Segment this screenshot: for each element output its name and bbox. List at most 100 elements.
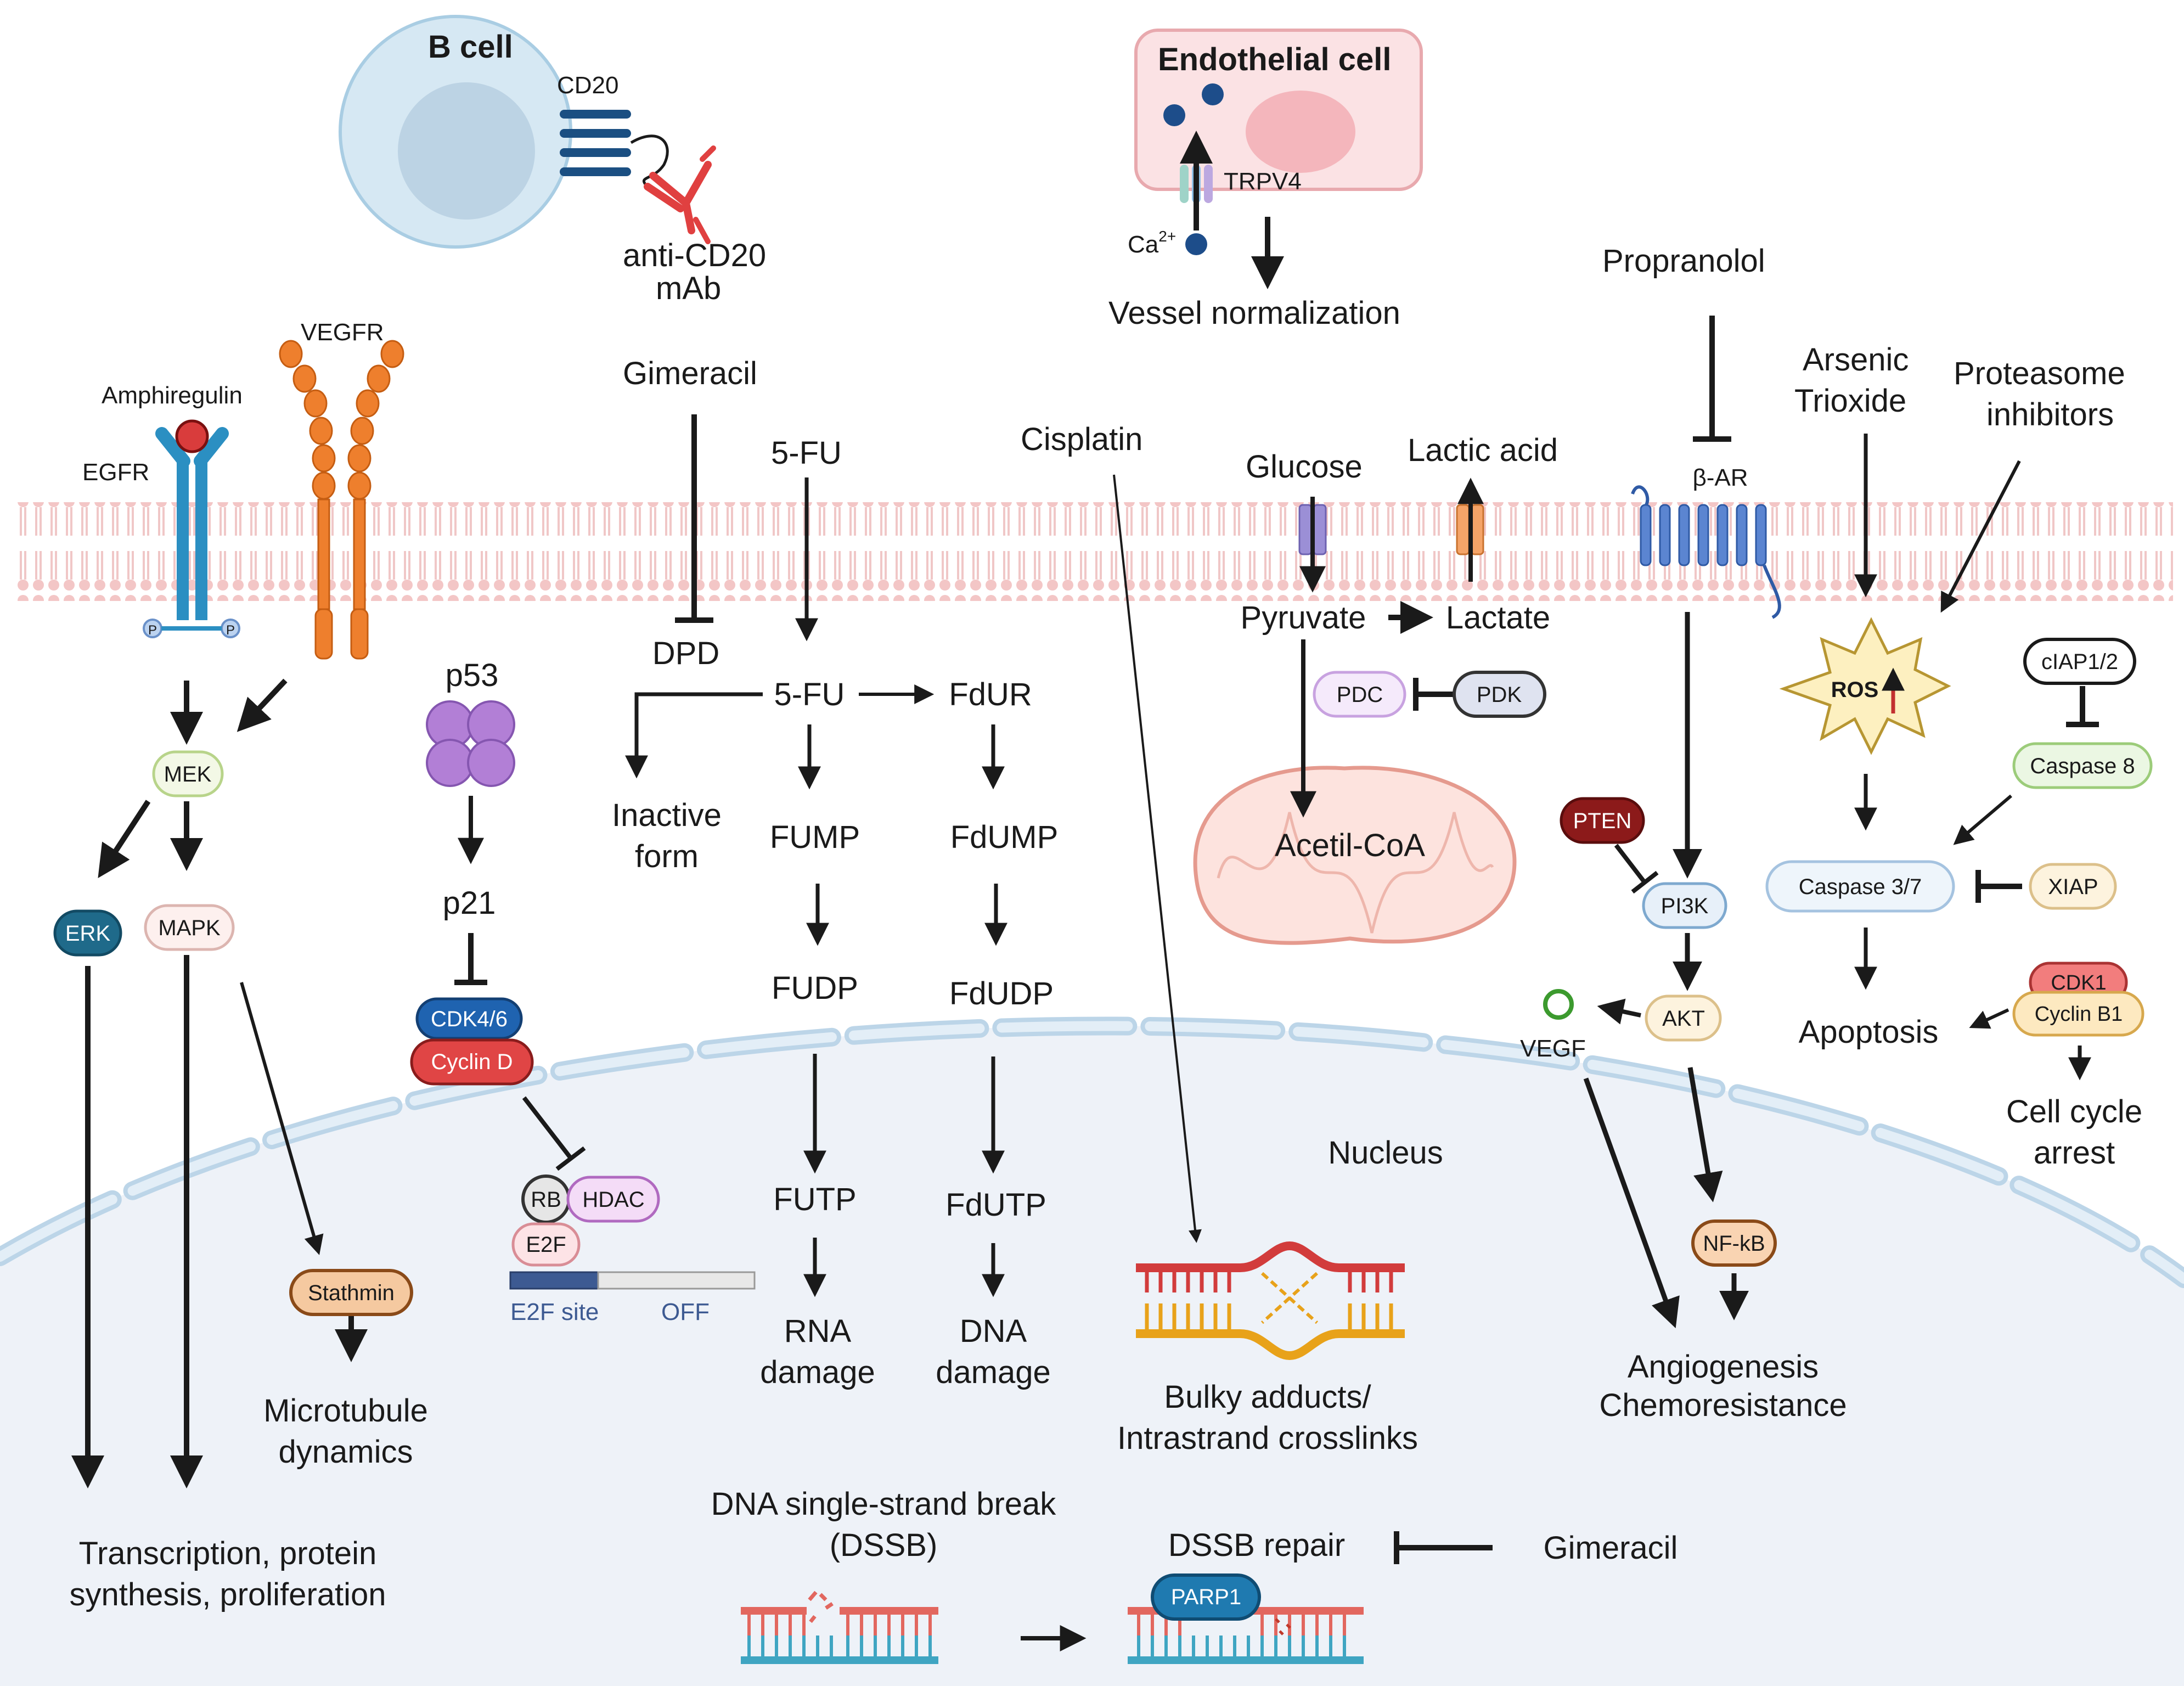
arrow-vegf-angiogenesis xyxy=(1583,1077,1680,1329)
dssb-repair-label: DSSB repair xyxy=(1168,1527,1345,1563)
microtubule-label-1: Microtubule xyxy=(263,1393,428,1429)
arrow-proteasome-ros xyxy=(1940,460,2021,613)
mek-pill xyxy=(152,750,224,797)
microtubule-label-2: dynamics xyxy=(279,1434,413,1470)
inhibit-cyclind-rb xyxy=(522,1096,573,1160)
off-label: OFF xyxy=(661,1299,710,1325)
xiap-pill xyxy=(2029,863,2117,910)
crosslink-dna-icon xyxy=(1136,1241,1405,1361)
dssb-label-1: DNA single-strand break xyxy=(711,1486,1057,1522)
ciap-pill xyxy=(2023,638,2136,685)
ciap-label: cIAP1/2 xyxy=(2041,650,2118,674)
dna-damage-label-1: DNA xyxy=(960,1313,1027,1349)
pten-pill xyxy=(1560,797,1645,844)
inhibit-bar-cyclind xyxy=(555,1146,586,1171)
nfkb-label: NF-kB xyxy=(1703,1232,1765,1256)
gimeracil-top-label: Gimeracil xyxy=(623,356,757,391)
caspase8-label: Caspase 8 xyxy=(2030,754,2135,778)
cell-cycle-label-2: arrest xyxy=(2034,1135,2115,1171)
transcription-label-1: Transcription, protein xyxy=(79,1536,377,1571)
apoptosis-label: Apoptosis xyxy=(1799,1014,1939,1050)
beta-ar-receptor xyxy=(1631,485,1781,619)
pi3k-pill xyxy=(1642,882,1727,929)
glucose-transporter xyxy=(1298,504,1327,555)
ros-label: ROS xyxy=(1831,678,1879,702)
inhibit-bar-pten xyxy=(1631,870,1659,894)
cd20-label: CD20 xyxy=(557,72,619,99)
fump-label: FUMP xyxy=(770,819,860,855)
cyclinb1-pill xyxy=(2012,991,2144,1037)
rna-damage-label-2: damage xyxy=(760,1355,875,1390)
nfkb-pill xyxy=(1691,1219,1777,1267)
p53-label: p53 xyxy=(446,657,499,693)
dssb-label-2: (DSSB) xyxy=(830,1527,938,1563)
vegf-label: VEGF xyxy=(1520,1035,1586,1062)
arrow-mek-erk xyxy=(98,800,151,879)
pten-label: PTEN xyxy=(1573,809,1632,833)
arrow-vegfr-mek xyxy=(237,678,288,732)
arrow-cdk1-apoptosis xyxy=(1969,1008,2009,1029)
proteasome-label-1: Proteasome xyxy=(1954,356,2125,391)
egfr-label: EGFR xyxy=(82,459,149,486)
e2f-pill xyxy=(511,1222,581,1267)
inactive-label-1: Inactive xyxy=(612,797,722,833)
b-cell-label: B cell xyxy=(428,29,513,65)
vegfr-label: VEGFR xyxy=(301,319,384,346)
cyclinb1-label: Cyclin B1 xyxy=(2035,1003,2123,1026)
p-right-label: P xyxy=(226,623,235,638)
p21-label: p21 xyxy=(443,885,496,921)
e2f-label: E2F xyxy=(526,1233,566,1257)
pdk-pill xyxy=(1453,671,1546,718)
e2f-site-label: E2F site xyxy=(510,1299,599,1325)
fudp-label: FUDP xyxy=(772,970,858,1006)
hdac-pill xyxy=(566,1176,660,1223)
stathmin-label: Stathmin xyxy=(308,1281,395,1305)
bulky-label-2: Intrastrand crosslinks xyxy=(1117,1420,1418,1456)
calcium-label: Ca2+ xyxy=(1128,228,1176,258)
5fu-mid-label: 5-FU xyxy=(774,677,845,712)
futp-label: FUTP xyxy=(773,1182,856,1217)
transcription-label-2: synthesis, proliferation xyxy=(69,1577,386,1612)
p53-tetramer xyxy=(426,700,515,787)
glucose-label: Glucose xyxy=(1246,449,1363,485)
inhibit-pten-pi3k xyxy=(1614,844,1646,883)
arrow-akt-vegf xyxy=(1597,998,1641,1025)
gimeracil-bottom-label: Gimeracil xyxy=(1544,1530,1678,1566)
xiap-label: XIAP xyxy=(2048,875,2098,899)
angiogenesis-label-1: Angiogenesis xyxy=(1628,1349,1819,1385)
cdk46-label: CDK4/6 xyxy=(431,1007,508,1031)
fdump-label: FdUMP xyxy=(950,819,1059,855)
b-cell xyxy=(339,15,716,249)
vegf-circle xyxy=(1543,989,1574,1020)
arsenic-label-2: Trioxide xyxy=(1794,383,1906,419)
dpd-label: DPD xyxy=(652,636,719,671)
erk-label: ERK xyxy=(65,921,111,946)
arrow-akt-nfkb xyxy=(1687,1067,1723,1202)
endothelial-label: Endothelial cell xyxy=(1158,42,1391,77)
mapk-pill xyxy=(144,904,235,951)
stathmin-pill xyxy=(289,1269,413,1316)
5fu-top-label: 5-FU xyxy=(771,435,842,471)
arrow-5fu-inactive xyxy=(625,692,763,779)
arsenic-label-1: Arsenic xyxy=(1803,342,1909,378)
parp1-label: PARP1 xyxy=(1171,1585,1241,1609)
cell-cycle-label-1: Cell cycle xyxy=(2006,1094,2142,1129)
arrow-cisplatin-dna xyxy=(1113,474,1202,1243)
ros-starburst xyxy=(1779,617,1951,755)
pi3k-label: PI3K xyxy=(1661,894,1709,918)
hdac-label: HDAC xyxy=(582,1188,644,1212)
mapk-label: MAPK xyxy=(158,916,221,940)
cell-membrane xyxy=(16,502,2173,601)
broken-dna-icon xyxy=(741,1591,938,1664)
caspase37-pill xyxy=(1765,860,1955,913)
cdk46-pill xyxy=(415,997,523,1040)
anti-cd20-label-1: anti-CD20 xyxy=(623,238,766,273)
pdc-label: PDC xyxy=(1337,683,1383,707)
rb-label: RB xyxy=(531,1188,561,1212)
fdur-label: FdUR xyxy=(949,677,1032,712)
angiogenesis-label-2: Chemoresistance xyxy=(1599,1387,1847,1423)
lactic-acid-label: Lactic acid xyxy=(1408,432,1558,468)
fdutp-label: FdUTP xyxy=(945,1187,1046,1223)
arrow-mapk-stathmin xyxy=(240,982,324,1255)
